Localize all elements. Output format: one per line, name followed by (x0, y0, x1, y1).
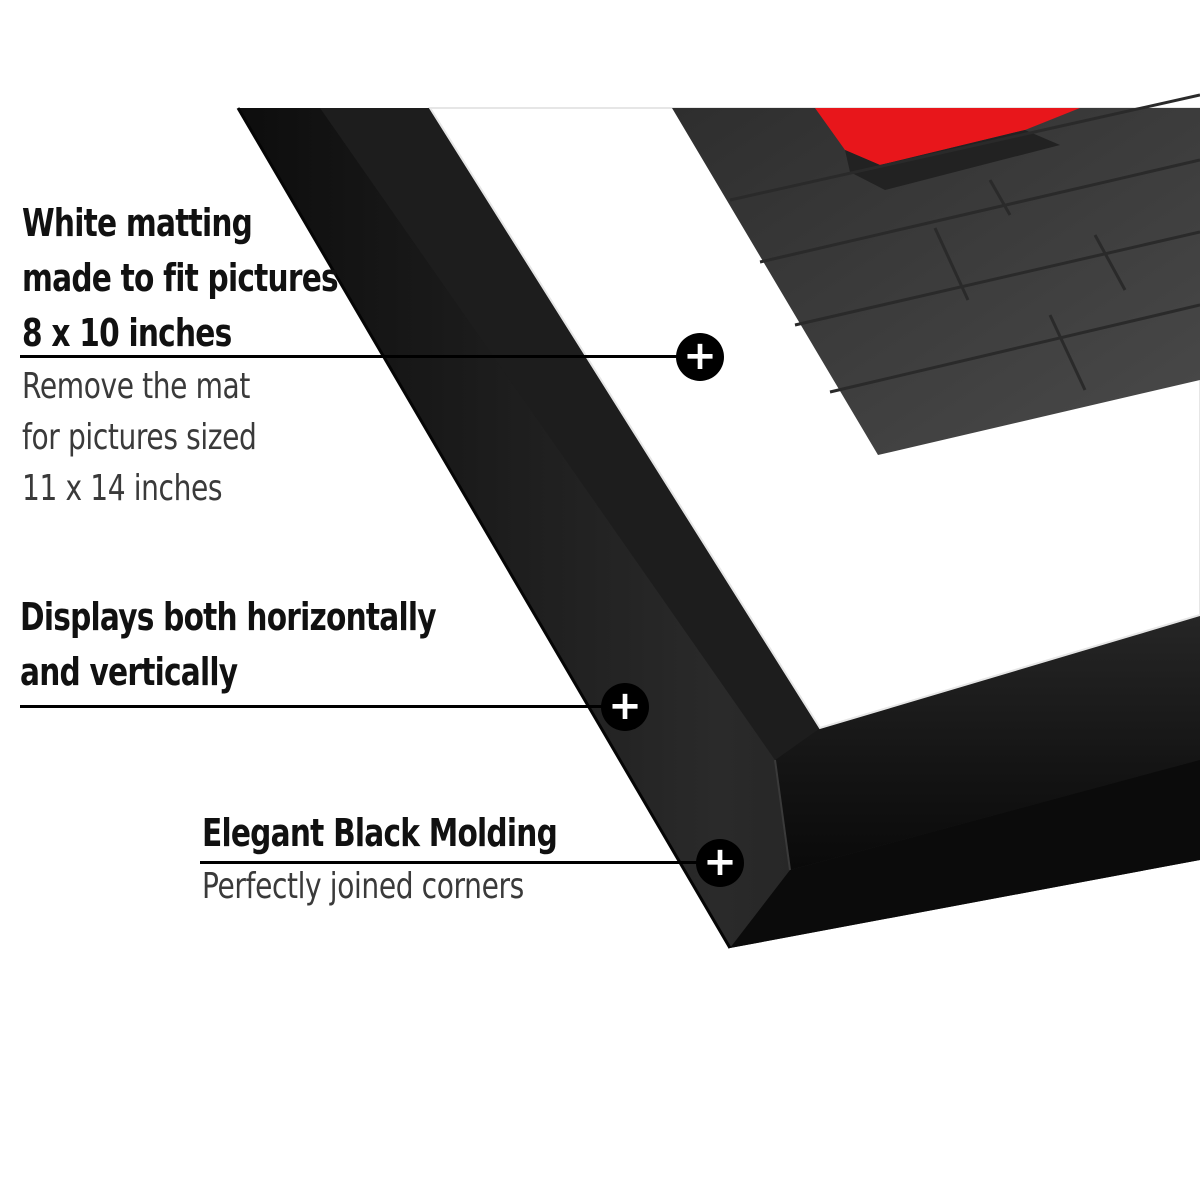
callout-1-leader-line (20, 355, 680, 358)
callout-detail-line: Perfectly joined corners (202, 866, 524, 907)
callout-heading-line: made to fit pictures (22, 256, 339, 300)
callout-2-leader-line (20, 705, 605, 708)
callout-detail-line: Remove the mat (22, 366, 251, 407)
plus-icon[interactable]: + (676, 333, 724, 381)
callout-white-matting: White matting made to fit pictures 8 x 1… (22, 196, 427, 514)
photo-print (672, 93, 1200, 455)
callout-molding: Elegant Black Molding Perfectly joined c… (202, 806, 657, 912)
plus-icon[interactable]: + (696, 839, 744, 887)
callout-3-leader-line (200, 861, 700, 864)
black-molding (236, 107, 1200, 949)
callout-heading-line: 8 x 10 inches (22, 311, 232, 355)
callout-detail-line: 11 x 14 inches (22, 468, 223, 509)
plus-icon[interactable]: + (601, 683, 649, 731)
callout-heading-line: White matting (22, 201, 253, 245)
callout-orientation: Displays both horizontally and verticall… (20, 590, 553, 700)
callout-heading-line: Elegant Black Molding (202, 811, 558, 855)
callout-heading-line: Displays both horizontally (20, 595, 437, 639)
callout-heading-line: and vertically (20, 650, 238, 694)
callout-detail-line: for pictures sized (22, 417, 257, 458)
